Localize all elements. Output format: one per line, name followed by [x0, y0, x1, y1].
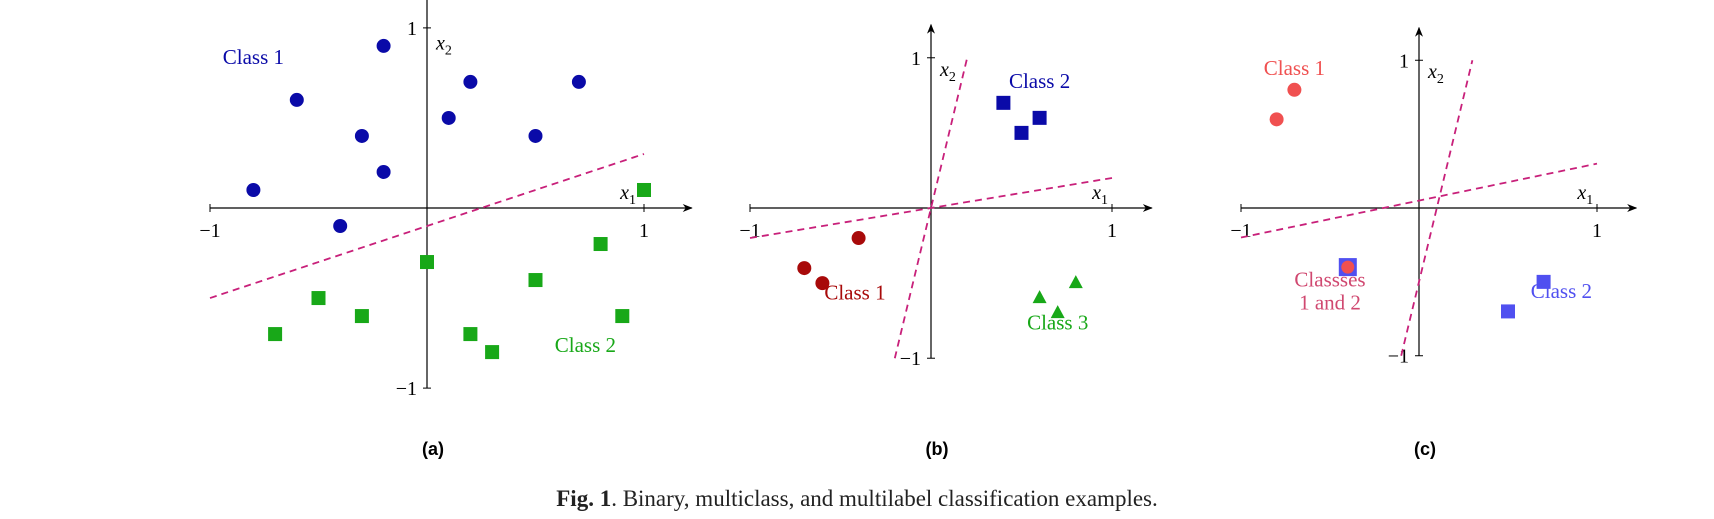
- data-point: [996, 95, 1011, 110]
- data-point: [1536, 274, 1551, 289]
- x-axis-label: x1: [1576, 182, 1593, 208]
- x-tick-label: −1: [199, 220, 220, 242]
- data-point: [1032, 290, 1047, 304]
- data-point: [1068, 275, 1083, 289]
- class-label: Class 1: [223, 45, 284, 69]
- data-point: [1501, 304, 1515, 319]
- data-point: [637, 182, 651, 197]
- class-label: Class 2: [1009, 69, 1070, 93]
- data-point: [354, 309, 369, 324]
- data-point: [1050, 305, 1065, 319]
- y-axis-label: x2: [1427, 61, 1444, 87]
- data-point: [463, 327, 478, 342]
- data-point: [815, 276, 830, 291]
- class-label: Classses: [1294, 267, 1365, 291]
- y-tick-label: −1: [396, 378, 417, 400]
- data-point: [528, 128, 543, 143]
- decision-boundary: [1240, 162, 1598, 239]
- data-point: [1032, 110, 1047, 125]
- data-point: [615, 309, 630, 324]
- data-point: [420, 255, 434, 270]
- data-point: [268, 327, 283, 342]
- data-point: [1341, 260, 1355, 274]
- data-point: [528, 273, 543, 288]
- data-point: [289, 92, 304, 107]
- data-point: [797, 261, 812, 276]
- x-tick-label: 1: [639, 220, 649, 242]
- y-tick-label: 1: [911, 48, 921, 70]
- y-axis-label: x2: [939, 59, 956, 85]
- data-point: [441, 110, 456, 125]
- x-axis-label: x1: [1091, 182, 1108, 208]
- class-label: Class 3: [1027, 311, 1088, 335]
- data-point: [1287, 82, 1302, 97]
- panel-a: −1 1 1 −1 x1 x2 Class 1 Class 2 (a): [199, 0, 693, 459]
- data-point: [333, 219, 348, 234]
- x-tick-label: −1: [1230, 220, 1251, 242]
- class-label: Class 1: [1264, 56, 1325, 80]
- decision-boundary: [893, 57, 969, 359]
- figure-number: Fig. 1: [556, 486, 612, 511]
- decision-boundary: [1400, 60, 1474, 356]
- data-point: [1269, 112, 1284, 127]
- decision-boundary: [749, 177, 1113, 239]
- decision-boundary: [209, 153, 645, 299]
- data-point: [376, 164, 391, 179]
- class-label: Class 2: [555, 333, 616, 357]
- class-label: Class 2: [1531, 279, 1592, 303]
- figure-caption-text: . Binary, multiclass, and multilabel cla…: [611, 486, 1158, 511]
- class-label: Class 1: [824, 281, 885, 305]
- y-tick-label: −1: [1388, 346, 1409, 368]
- data-point: [246, 182, 261, 197]
- x-axis-label: x1: [619, 182, 636, 208]
- y-axis-label: x2: [435, 33, 452, 59]
- y-tick-label: 1: [1399, 50, 1409, 72]
- data-point: [1014, 125, 1029, 140]
- x-tick-label: −1: [739, 220, 760, 242]
- x-tick-label: 1: [1107, 220, 1117, 242]
- panel-label: (b): [926, 439, 949, 459]
- data-point: [571, 74, 586, 89]
- panel-label: (a): [422, 439, 444, 459]
- data-point: [311, 291, 326, 306]
- data-point: [376, 38, 391, 53]
- class-label: 1 and 2: [1299, 290, 1361, 314]
- y-tick-label: −1: [900, 348, 921, 370]
- y-tick-label: 1: [407, 18, 417, 40]
- data-point: [463, 74, 478, 89]
- data-point: [354, 128, 369, 143]
- figure-caption: Fig. 1. Binary, multiclass, and multilab…: [0, 486, 1714, 512]
- x-tick-label: 1: [1592, 220, 1602, 242]
- data-point: [485, 345, 500, 360]
- data-point: [851, 231, 866, 246]
- data-point: [593, 237, 608, 252]
- panel-label: (c): [1414, 439, 1436, 459]
